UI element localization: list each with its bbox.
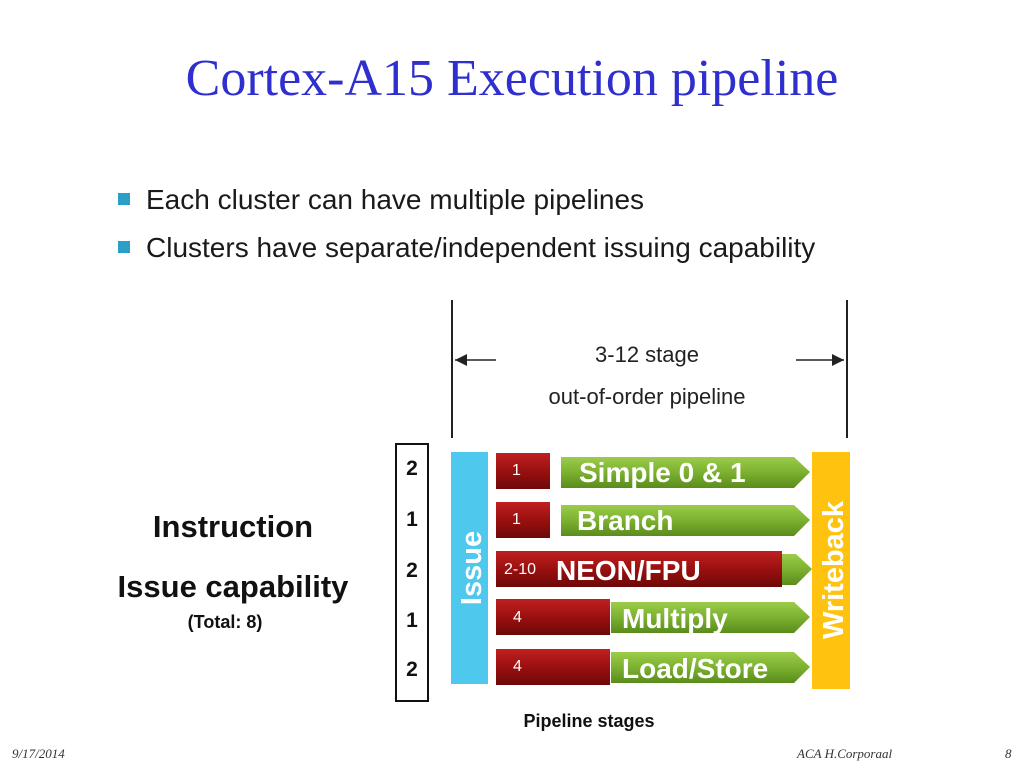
pipeline-arrow: [561, 457, 810, 488]
writeback-bar: [812, 452, 850, 689]
stage-count: 1: [512, 462, 521, 479]
capability-line2: Issue capability: [118, 569, 350, 604]
stage-count: 4: [513, 658, 522, 675]
arrow-right-icon: [832, 354, 844, 366]
bullet-item: Each cluster can have multiple pipelines: [118, 180, 815, 228]
footer-author: ACA H.Corporaal: [797, 746, 893, 761]
capability-count: 2: [406, 658, 418, 681]
footer-page-number: 8: [1005, 746, 1012, 761]
stage-box: [496, 551, 782, 587]
pipeline-arrow: [561, 505, 810, 536]
range-label-line1: 3-12 stage: [595, 342, 699, 367]
stage-box: [496, 649, 610, 685]
stage-count: 1: [512, 511, 521, 528]
stage-box: [496, 599, 610, 635]
arrow-left-icon: [455, 354, 467, 366]
stage-count: 4: [513, 609, 522, 626]
stage-box: [496, 502, 550, 538]
pipeline-name: NEON/FPU: [556, 555, 701, 586]
bullet-item: Clusters have separate/independent issui…: [118, 228, 815, 276]
writeback-label: Writeback: [818, 500, 850, 639]
issue-label: Issue: [456, 531, 488, 605]
stage-box: [496, 453, 550, 489]
pipeline-arrow: [611, 602, 810, 633]
slide-title: Cortex-A15 Execution pipeline: [185, 50, 839, 107]
bullet-list: Each cluster can have multiple pipelines…: [118, 180, 815, 276]
stage-count: 2-10: [504, 561, 536, 578]
pipeline-arrow: [782, 554, 812, 585]
pipeline-stages-label: Pipeline stages: [523, 711, 654, 731]
capability-count: 2: [406, 457, 418, 480]
pipeline-name: Simple 0 & 1: [579, 457, 746, 488]
pipeline-arrow: [611, 652, 810, 683]
issue-bar: [451, 452, 488, 684]
capability-count: 1: [406, 609, 418, 632]
square-bullet-icon: [118, 241, 130, 253]
capability-box: [395, 443, 429, 702]
capability-count: 1: [406, 508, 418, 531]
capability-line1: Instruction: [153, 509, 313, 544]
pipeline-name: Load/Store: [622, 653, 768, 684]
bullet-text: Each cluster can have multiple pipelines: [146, 184, 645, 215]
range-label-line2: out-of-order pipeline: [549, 384, 746, 409]
square-bullet-icon: [118, 193, 130, 205]
pipeline-name: Branch: [577, 505, 673, 536]
bullet-text: Clusters have separate/independent issui…: [146, 232, 816, 263]
capability-total: (Total: 8): [188, 612, 263, 632]
pipeline-name: Multiply: [622, 603, 728, 634]
footer-date: 9/17/2014: [12, 746, 65, 761]
capability-count: 2: [406, 559, 418, 582]
